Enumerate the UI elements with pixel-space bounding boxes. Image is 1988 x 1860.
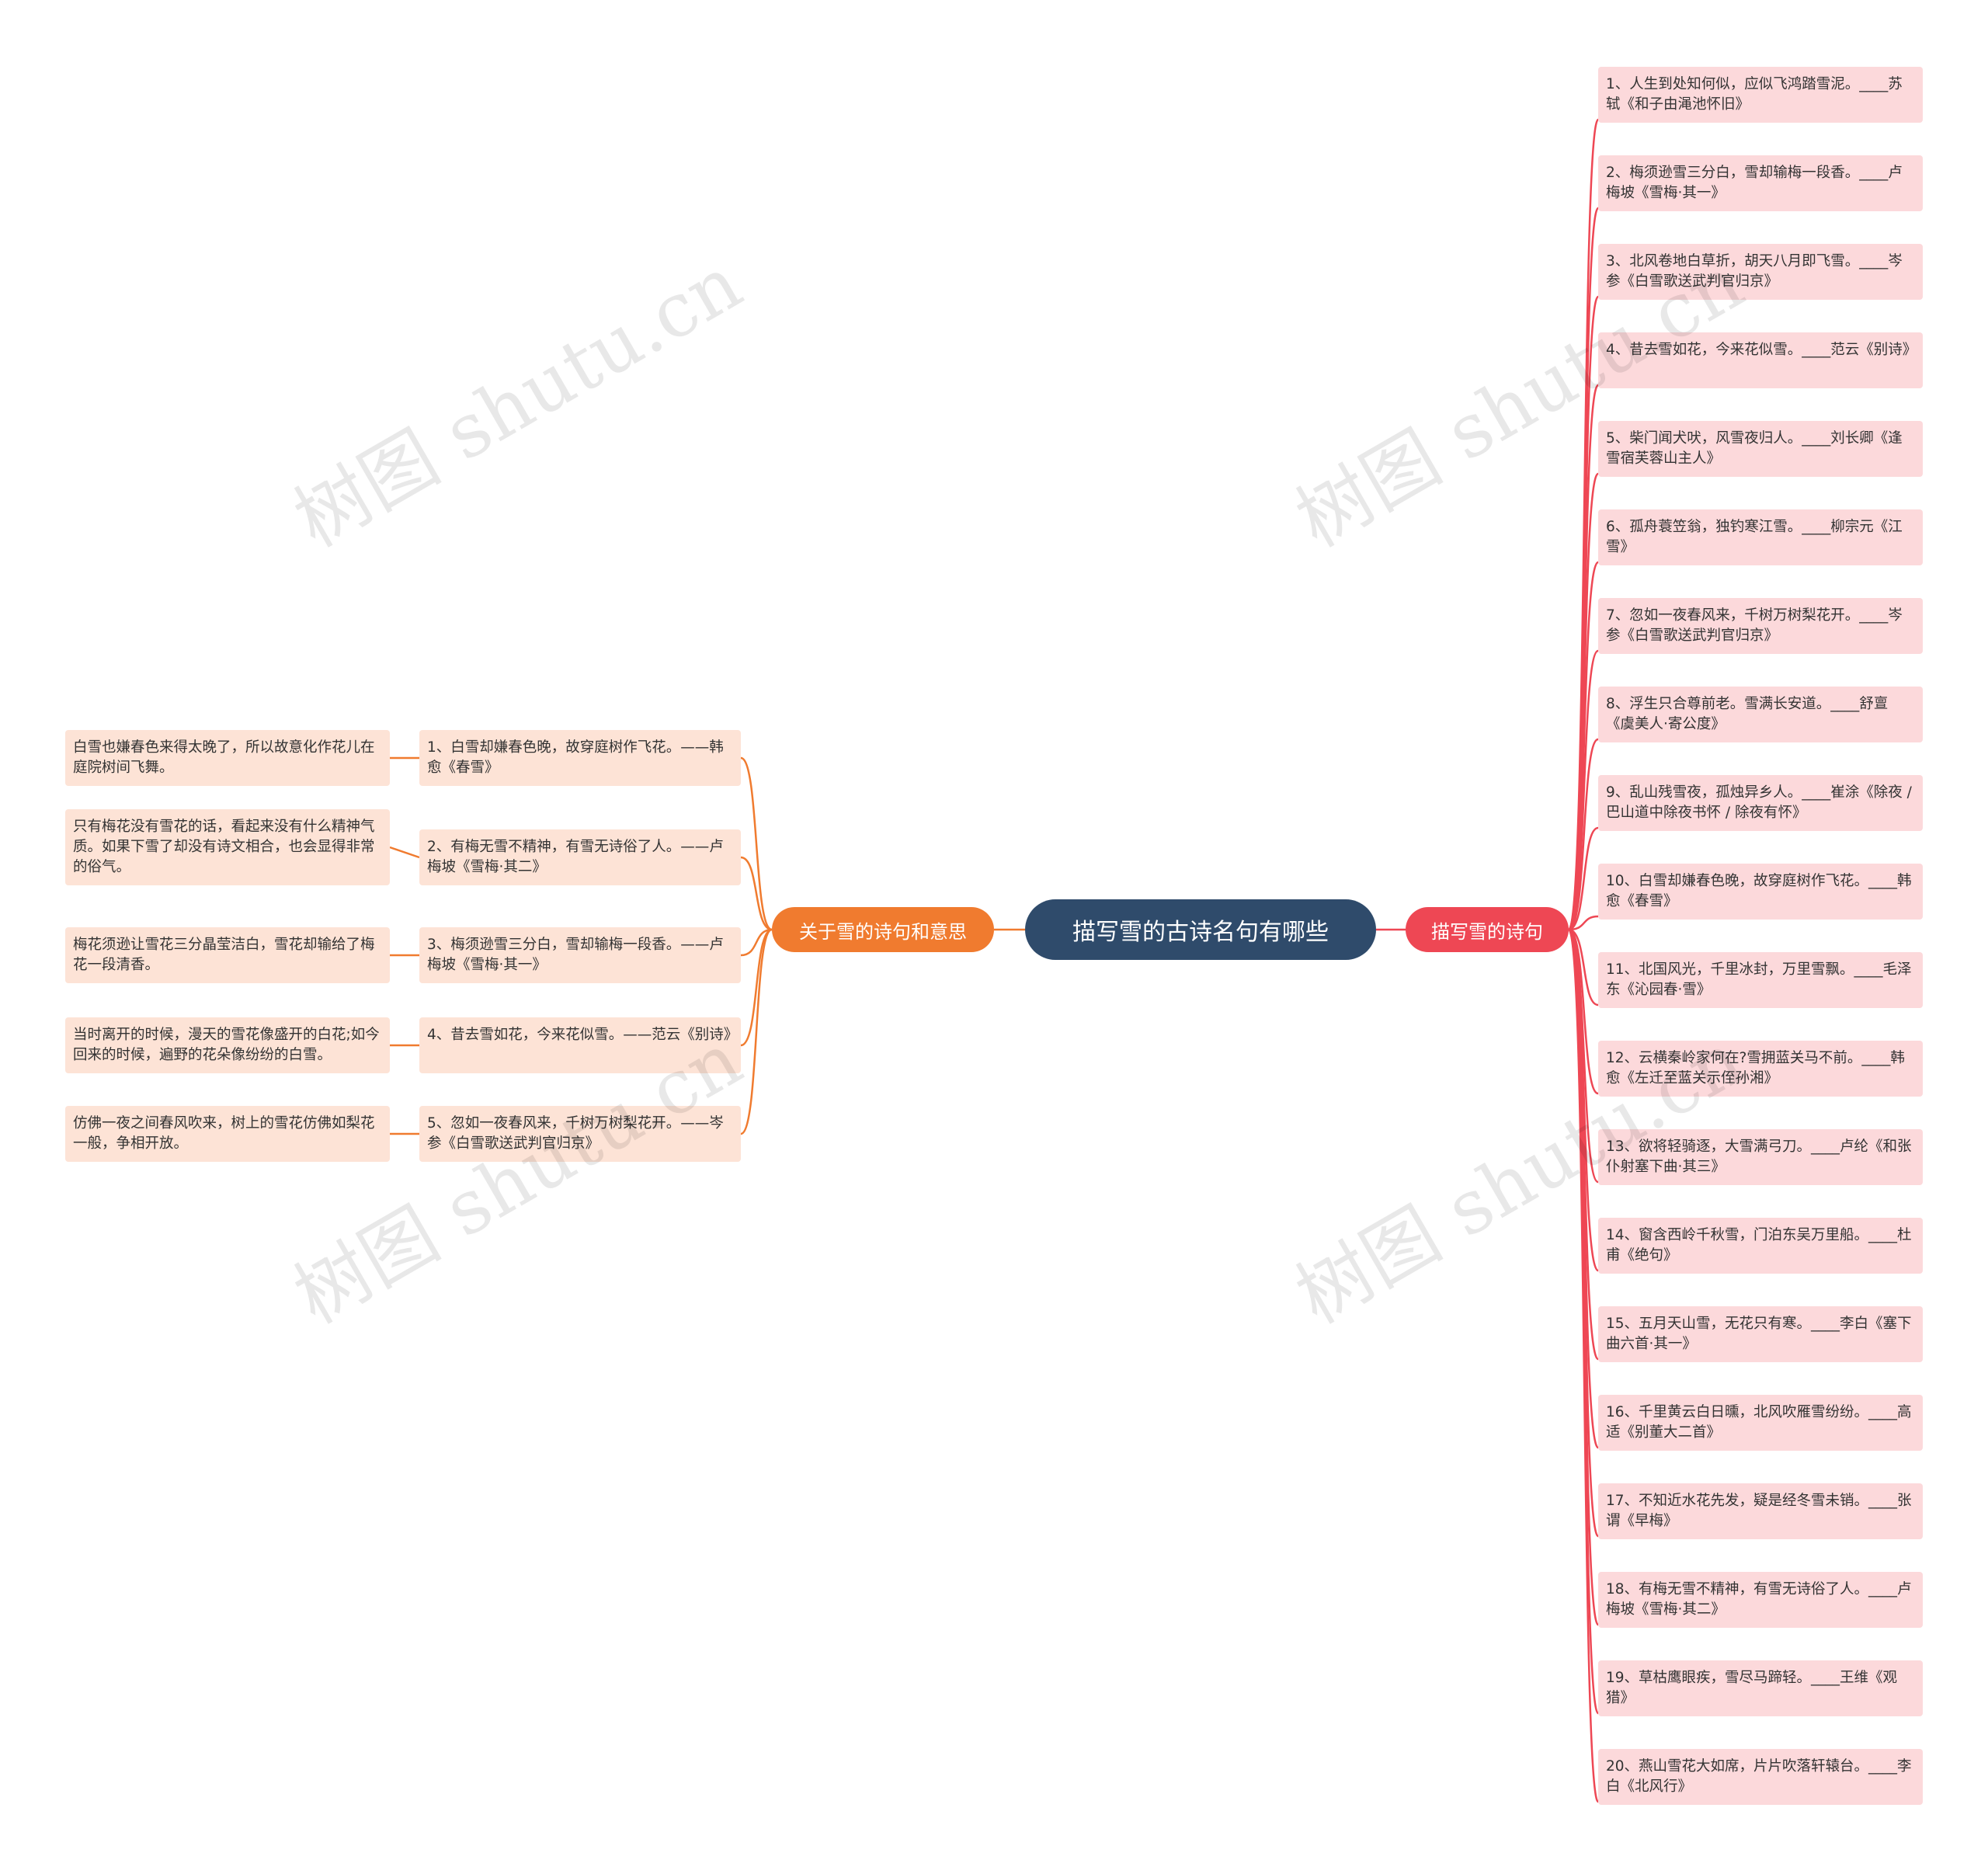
right-poem-5[interactable]: 5、柴门闻犬吠，风雪夜归人。____刘长卿《逢雪宿芙蓉山主人》: [1598, 421, 1923, 477]
link-left-poem-1: [740, 756, 773, 931]
right-poem-12[interactable]: 12、云横秦岭家何在?雪拥蓝关马不前。____韩愈《左迁至蓝关示侄孙湘》: [1598, 1041, 1923, 1097]
right-poem-7[interactable]: 7、忽如一夜春风来，千树万树梨花开。____岑参《白雪歌送武判官归京》: [1598, 598, 1923, 654]
right-poem-4[interactable]: 4、昔去雪如花，今来花似雪。____范云《别诗》: [1598, 332, 1923, 388]
link-left-meaning-2: [389, 846, 420, 859]
right-poem-20[interactable]: 20、燕山雪花大如席，片片吹落轩辕台。____李白《北风行》: [1598, 1749, 1923, 1805]
right-poem-18[interactable]: 18、有梅无雪不精神，有雪无诗俗了人。____卢梅坡《雪梅·其二》: [1598, 1572, 1923, 1628]
right-poem-9[interactable]: 9、乱山残雪夜，孤烛异乡人。____崔涂《除夜 / 巴山道中除夜书怀 / 除夜有…: [1598, 775, 1923, 831]
left-poem-4[interactable]: 4、昔去雪如花，今来花似雪。——范云《别诗》: [419, 1017, 741, 1073]
left-meaning-1[interactable]: 白雪也嫌春色来得太晚了，所以故意化作花儿在庭院树间飞舞。: [65, 730, 390, 786]
left-poem-2[interactable]: 2、有梅无雪不精神，有雪无诗俗了人。——卢梅坡《雪梅·其二》: [419, 829, 741, 885]
central-topic[interactable]: 描写雪的古诗名句有哪些: [1025, 899, 1376, 960]
link-right-poem-12: [1568, 928, 1599, 1095]
right-poem-3[interactable]: 3、北风卷地白草折，胡天八月即飞雪。____岑参《白雪歌送武判官归京》: [1598, 244, 1923, 300]
right-poem-11[interactable]: 11、北国风光，千里冰封，万里雪飘。____毛泽东《沁园春·雪》: [1598, 952, 1923, 1008]
right-poem-17[interactable]: 17、不知近水花先发，疑是经冬雪未销。____张谓《早梅》: [1598, 1483, 1923, 1539]
link-right-poem-7: [1568, 649, 1600, 931]
right-poem-16[interactable]: 16、千里黄云白日曛，北风吹雁雪纷纷。____高适《别董大二首》: [1598, 1395, 1923, 1451]
right-poem-19[interactable]: 19、草枯鹰眼疾，雪尽马蹄轻。____王维《观猎》: [1598, 1660, 1923, 1716]
link-right-poem-9: [1568, 826, 1599, 931]
left-meaning-2[interactable]: 只有梅花没有雪花的话，看起来没有什么精神气质。如果下雪了却没有诗文相合，也会显得…: [65, 809, 390, 885]
left-meaning-4[interactable]: 当时离开的时候，漫天的雪花像盛开的白花;如今回来的时候，遍野的花朵像纷纷的白雪。: [65, 1017, 390, 1073]
left-meaning-5[interactable]: 仿佛一夜之间春风吹来，树上的雪花仿佛如梨花一般，争相开放。: [65, 1106, 390, 1162]
right-poem-2[interactable]: 2、梅须逊雪三分白，雪却输梅一段香。____卢梅坡《雪梅·其一》: [1598, 155, 1923, 211]
branch-snow-poems[interactable]: 描写雪的诗句: [1406, 907, 1569, 952]
right-poem-1[interactable]: 1、人生到处知何似，应似飞鸿踏雪泥。____苏轼《和子由渑池怀旧》: [1598, 67, 1923, 123]
right-poem-6[interactable]: 6、孤舟蓑笠翁，独钓寒江雪。____柳宗元《江雪》: [1598, 509, 1923, 565]
left-poem-1[interactable]: 1、白雪却嫌春色晚，故穿庭树作飞花。——韩愈《春雪》: [419, 730, 741, 786]
branch-poems-and-meanings[interactable]: 关于雪的诗句和意思: [772, 907, 994, 952]
link-left-poem-4: [740, 928, 773, 1047]
right-poem-8[interactable]: 8、浮生只合尊前老。雪满长安道。____舒亶《虞美人·寄公度》: [1598, 687, 1923, 742]
left-poem-3[interactable]: 3、梅须逊雪三分白，雪却输梅一段香。——卢梅坡《雪梅·其一》: [419, 927, 741, 983]
link-right-poem-11: [1568, 928, 1599, 1006]
right-poem-15[interactable]: 15、五月天山雪，无花只有寒。____李白《塞下曲六首·其一》: [1598, 1306, 1923, 1362]
link-right-poem-10: [1568, 915, 1599, 931]
link-right-poem-20: [1567, 928, 1600, 1803]
link-right-poem-8: [1568, 738, 1599, 931]
left-poem-5[interactable]: 5、忽如一夜春风来，千树万树梨花开。——岑参《白雪歌送武判官归京》: [419, 1106, 741, 1162]
right-poem-10[interactable]: 10、白雪却嫌春色晚，故穿庭树作飞花。____韩愈《春雪》: [1598, 864, 1923, 920]
right-poem-13[interactable]: 13、欲将轻骑逐，大雪满弓刀。____卢纶《和张仆射塞下曲·其三》: [1598, 1129, 1923, 1185]
link-left-poem-2: [740, 856, 773, 931]
right-poem-14[interactable]: 14、窗含西岭千秋雪，门泊东吴万里船。____杜甫《绝句》: [1598, 1218, 1923, 1274]
link-left-poem-3: [740, 928, 773, 957]
left-meaning-3[interactable]: 梅花须逊让雪花三分晶莹洁白，雪花却输给了梅花一段清香。: [65, 927, 390, 983]
link-left-poem-5: [740, 928, 773, 1135]
